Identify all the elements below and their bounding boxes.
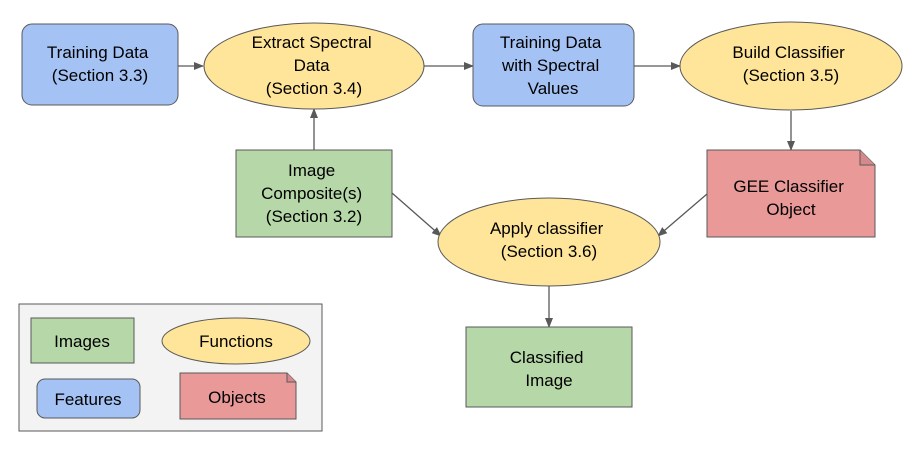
training-spectral-box	[472, 23, 635, 107]
classified-image-line1: Classified	[510, 348, 584, 367]
image-composite-line2: Composite(s)	[261, 184, 362, 203]
node-gee-classifier-object: GEE Classifier Object	[706, 149, 876, 238]
node-apply-classifier: Apply classifier (Section 3.6)	[437, 197, 661, 287]
node-extract-spectral-data: Extract Spectral Data (Section 3.4)	[203, 22, 425, 110]
legend-images-swatch	[30, 317, 135, 364]
legend-features-swatch	[36, 378, 141, 419]
apply-classifier-ellipse	[437, 197, 661, 287]
edges	[178, 62, 795, 328]
node-image-composite: Image Composite(s) (Section 3.2)	[235, 149, 393, 238]
svg-text:GEE Classifier Object: GEE Classifier Object	[733, 177, 848, 219]
node-training-data-spectral: Training Data with Spectral Values	[472, 23, 635, 107]
extract-spectral-line2: Data	[294, 56, 330, 75]
edge-gee-to-apply	[657, 193, 708, 237]
training-spectral-line2: with Spectral	[501, 56, 599, 75]
node-build-classifier: Build Classifier (Section 3.5)	[679, 21, 903, 111]
svg-text:Build Classifier (Sectio: Build Classifier (Section 3.5)	[732, 43, 849, 85]
svg-text:Extract Spectral Data: Extract Spectral Data (Section 3.4)	[252, 33, 377, 98]
gee-classifier-line2: Object	[766, 200, 815, 219]
svg-text:Training Data (Section 3: Training Data (Section 3.3)	[47, 43, 153, 85]
training-data-box	[21, 23, 179, 106]
svg-text:Training Data with Spect: Training Data with Spectral Values	[500, 33, 606, 98]
legend-functions-label: Functions	[199, 332, 273, 351]
build-classifier-line2: (Section 3.5)	[743, 66, 839, 85]
node-classified-image: Classified Image	[465, 326, 633, 408]
gee-classifier-shape	[706, 149, 876, 238]
gee-classifier-fold	[859, 150, 875, 166]
legend: Images Functions Features Objects	[18, 303, 323, 432]
gee-classifier-line1: GEE Classifier	[733, 177, 844, 196]
image-composite-line1: Image	[288, 161, 335, 180]
apply-classifier-line2: (Section 3.6)	[501, 242, 597, 261]
legend-objects-fold	[286, 373, 296, 383]
training-spectral-line1: Training Data	[500, 33, 602, 52]
image-composite-line3: (Section 3.2)	[266, 207, 362, 226]
legend-objects-swatch	[179, 372, 297, 420]
node-training-data: Training Data (Section 3.3)	[21, 23, 179, 106]
training-spectral-line3: Values	[528, 79, 579, 98]
svg-text:Apply classifier (Sectio: Apply classifier (Section 3.6)	[490, 219, 608, 261]
edge-composite-to-apply	[391, 192, 442, 237]
legend-functions-swatch	[161, 317, 311, 365]
training-data-line2: (Section 3.3)	[52, 66, 148, 85]
legend-features-label: Features	[54, 390, 121, 409]
legend-objects-label: Objects	[208, 388, 266, 407]
extract-spectral-line3: (Section 3.4)	[266, 79, 362, 98]
svg-text:Image Composite(s): Image Composite(s) (Section 3.2)	[261, 161, 367, 226]
classified-image-box	[465, 326, 633, 408]
extract-spectral-line1: Extract Spectral	[252, 33, 372, 52]
svg-text:Classified Image: Classified Image	[510, 348, 588, 390]
apply-classifier-line1: Apply classifier	[490, 219, 604, 238]
build-classifier-line1: Build Classifier	[732, 43, 845, 62]
training-data-line1: Training Data	[47, 43, 149, 62]
extract-spectral-ellipse	[203, 22, 425, 110]
image-composite-box	[235, 149, 393, 238]
legend-images-label: Images	[54, 332, 110, 351]
classified-image-line2: Image	[525, 371, 572, 390]
build-classifier-ellipse	[679, 21, 903, 111]
